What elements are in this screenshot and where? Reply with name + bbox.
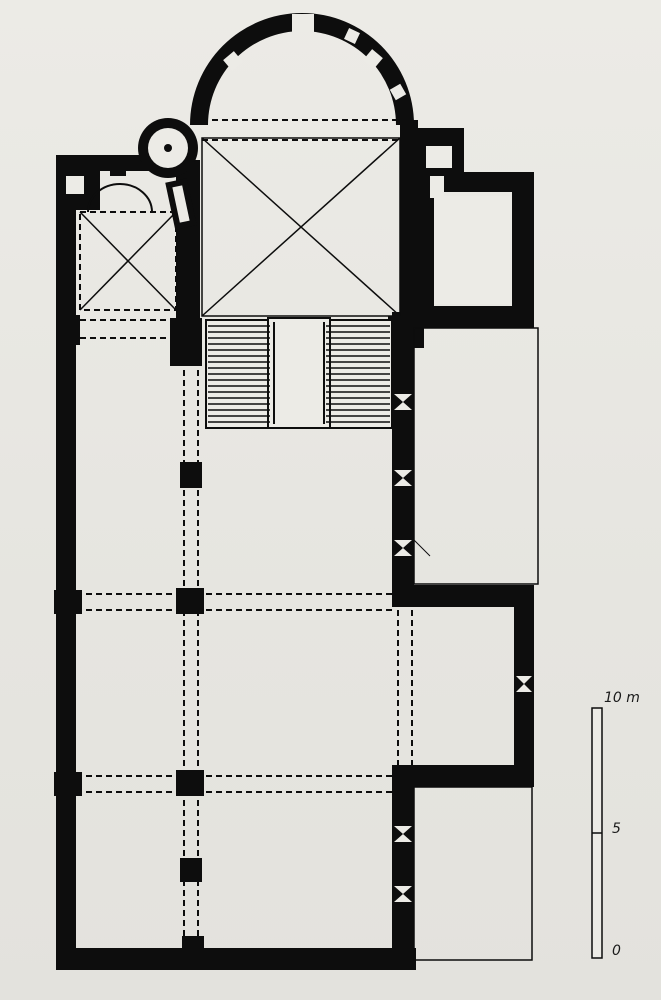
scale-label-bottom: 0 [612,943,621,959]
vault-diagonal [79,211,177,311]
southeast-rooms [392,585,534,961]
apse-window [363,49,383,69]
se-room-outline [413,786,533,961]
pier [180,462,202,488]
outer-walls [56,120,418,970]
apse-window [344,28,360,44]
chancel [170,137,424,366]
apse [190,13,414,141]
nave-east-wall-upper [392,312,414,602]
pier [56,315,80,345]
east-room-outline [413,327,539,585]
nw-chapel [56,160,177,345]
scale-label-mid: 5 [612,821,621,837]
pier [182,936,204,950]
east-annex [408,128,539,585]
nave-piers [54,462,204,950]
east-wall-windows [394,394,412,902]
pier [170,318,202,366]
apse-window [292,14,314,32]
arcade-lines [76,350,413,940]
annotation-tick [413,539,431,557]
turret-newel [164,144,172,152]
vault-diagonal [201,137,401,317]
west-wall [56,155,76,970]
stair-turret [138,118,198,230]
apse-window [389,83,407,101]
south-wall [56,948,416,970]
scale-label-top: 10 m [604,690,640,706]
nave-east-wall-lower [392,765,414,970]
scale-bar [591,707,603,959]
apse-curved-wall [190,13,414,125]
apse-window [223,51,243,71]
pier [180,858,202,882]
staircase [205,317,393,429]
